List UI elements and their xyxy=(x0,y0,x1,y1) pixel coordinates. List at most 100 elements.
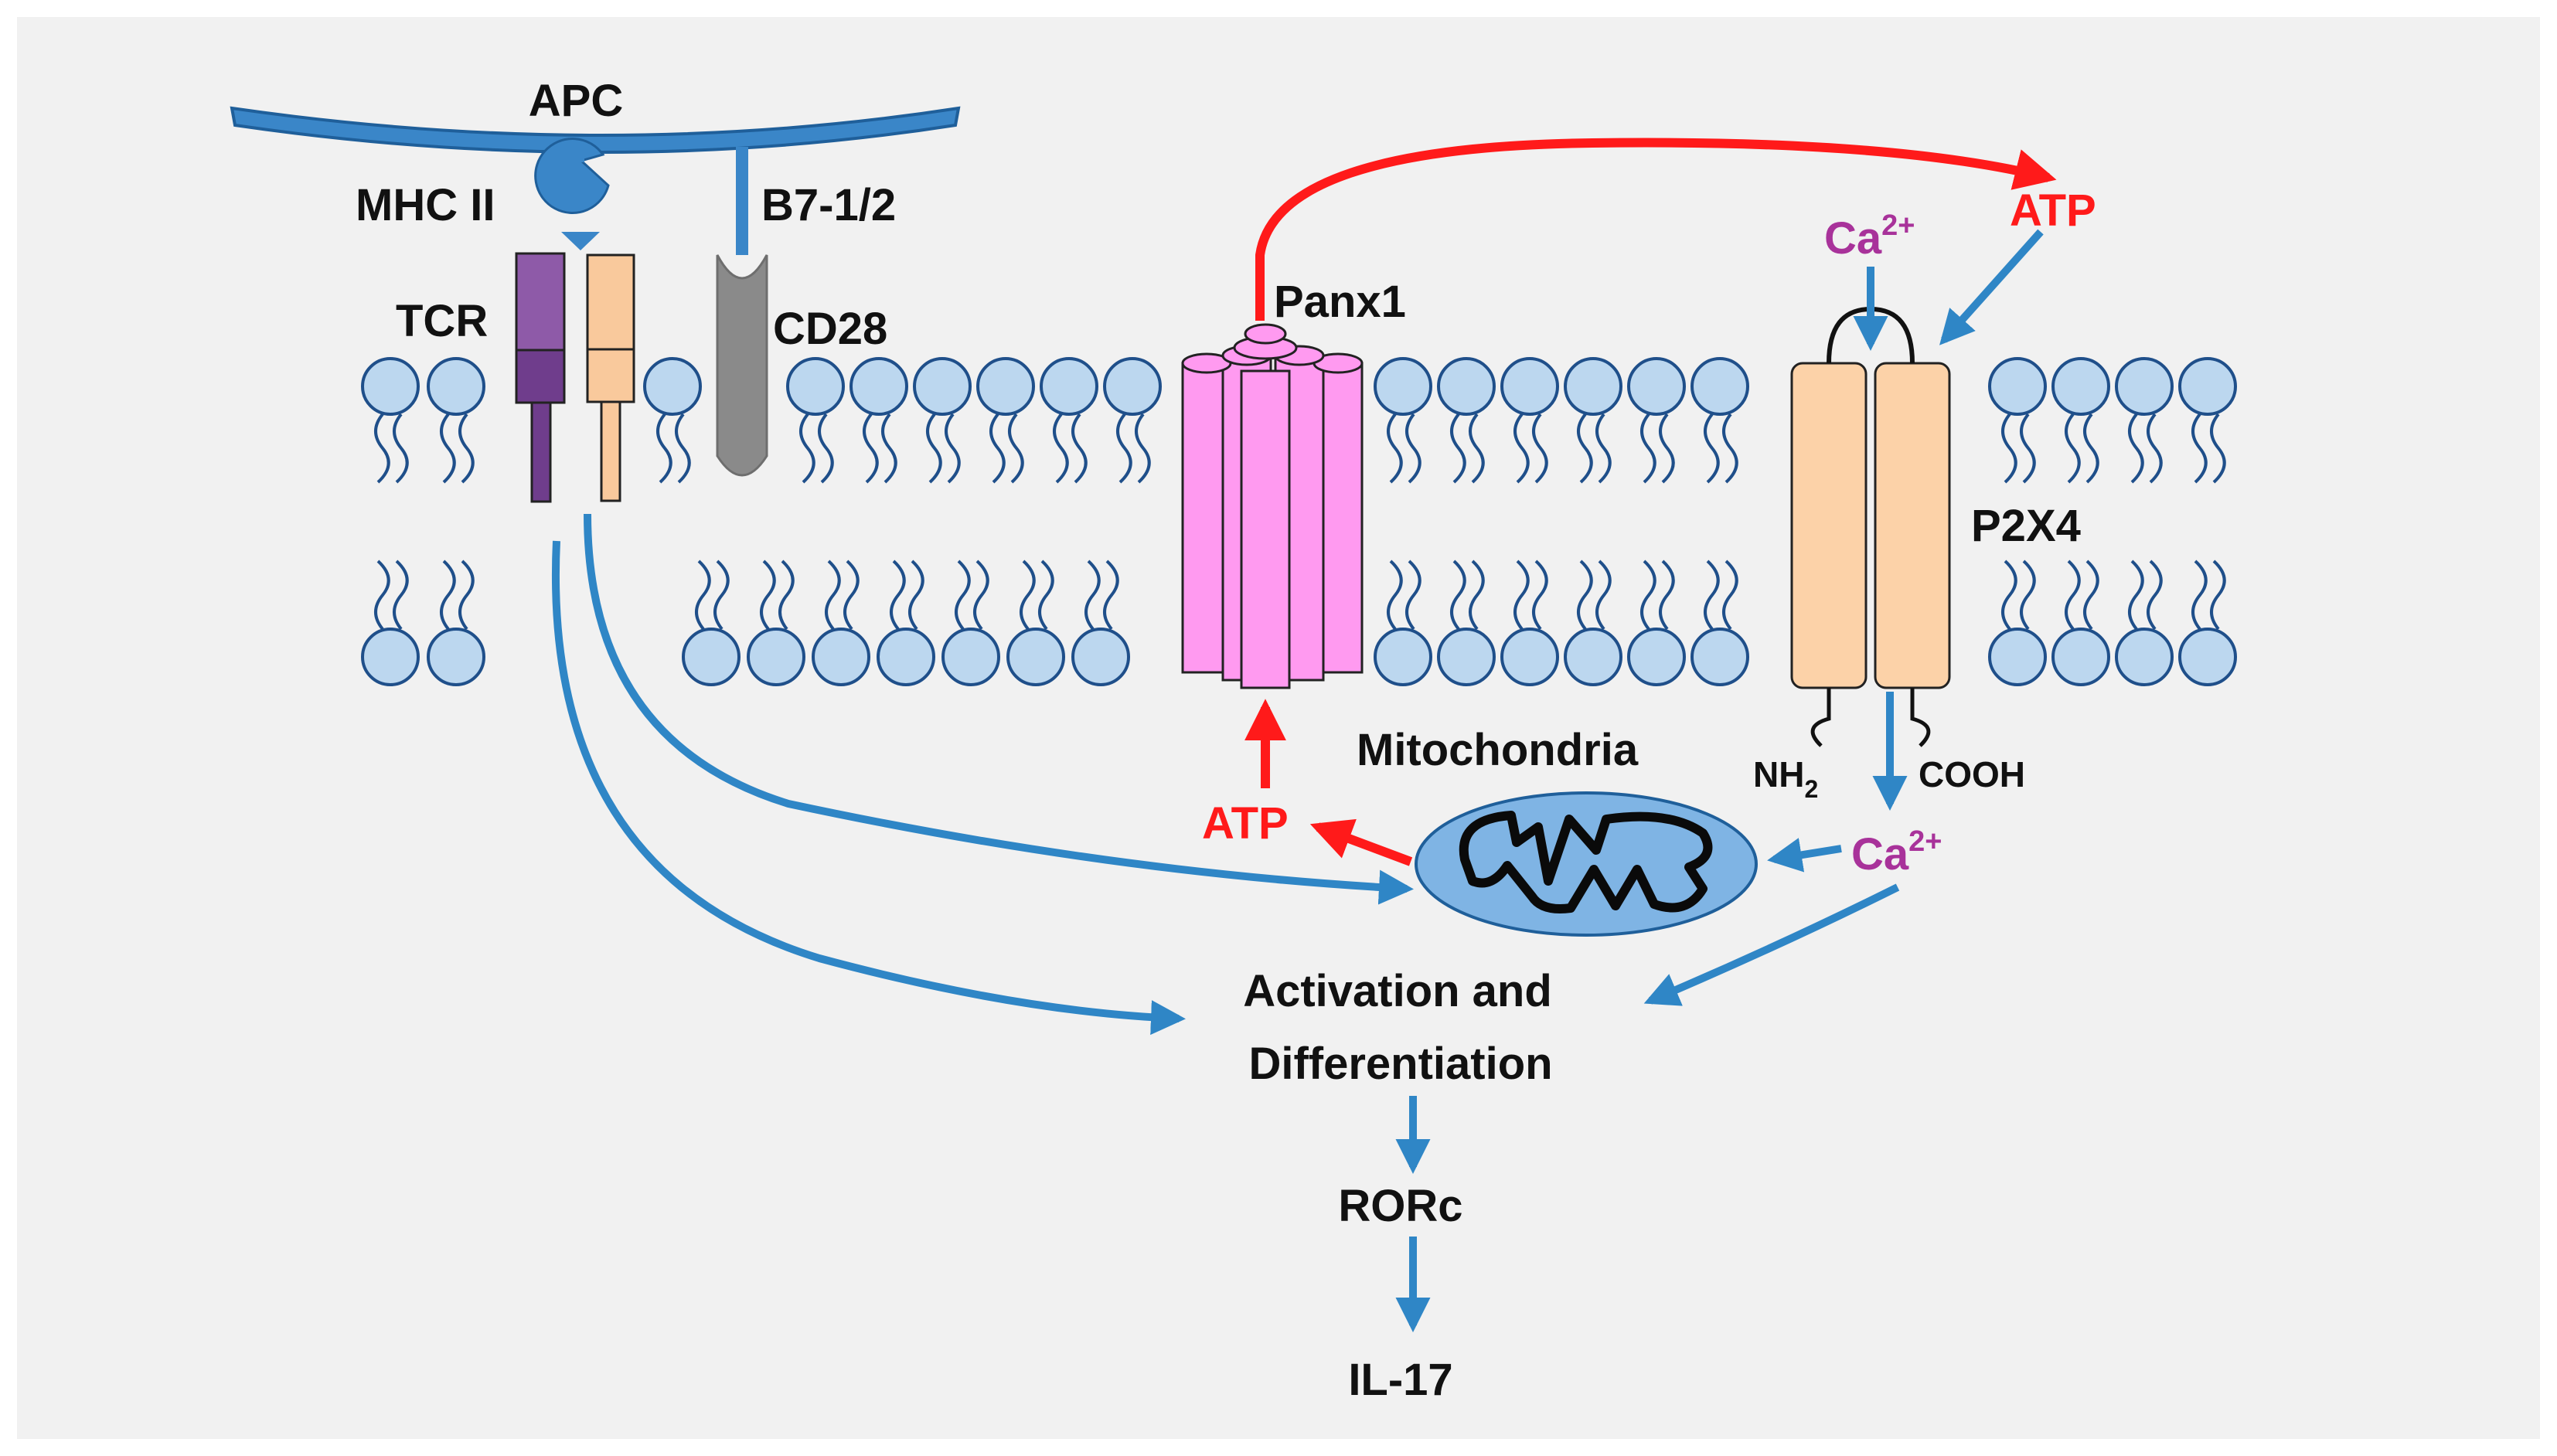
lipid-tail xyxy=(2001,560,2036,631)
lipid-head xyxy=(1500,628,1559,686)
arrow-panx1-to-atp xyxy=(1255,138,2057,321)
lipid-tail xyxy=(825,560,860,631)
lipid-tail xyxy=(2191,413,2226,484)
tcr-label: TCR xyxy=(396,296,488,346)
lipid-tail xyxy=(863,413,897,484)
lipid-head xyxy=(1374,357,1432,416)
lipid-tail xyxy=(1640,560,1675,631)
lipid-head xyxy=(1690,628,1749,686)
tcr-beta-upper xyxy=(586,253,635,351)
panx1-channel xyxy=(1181,323,1364,689)
mitochondria xyxy=(1415,791,1758,937)
lipid-head xyxy=(361,628,420,686)
mito-cristae xyxy=(1459,811,1713,913)
background xyxy=(17,17,2540,1439)
lipid-tail xyxy=(2065,413,2099,484)
lipid-head xyxy=(1071,628,1130,686)
mhc-label: MHC II xyxy=(356,180,495,230)
lipid-head xyxy=(2115,628,2174,686)
lipid-tail xyxy=(926,413,961,484)
lipid-tail xyxy=(2128,413,2163,484)
lipid-tail xyxy=(2128,560,2163,631)
arrow-tcr-to-mito xyxy=(584,513,1414,905)
peptide-triangle xyxy=(561,232,600,250)
b7-stem xyxy=(736,147,748,255)
lipid-tail xyxy=(1704,413,1738,484)
lipid-tail xyxy=(374,560,409,631)
activation-line1: Activation and xyxy=(1243,966,1552,1016)
lipid-head xyxy=(1627,628,1686,686)
lipid-head xyxy=(849,357,908,416)
lipid-head xyxy=(747,628,805,686)
lipid-head xyxy=(1690,357,1749,416)
arrow-tcr-to-activation xyxy=(552,540,1186,1036)
mitochondria-label: Mitochondria xyxy=(1357,725,1639,775)
cell-membrane xyxy=(361,357,2237,686)
lipid-head xyxy=(427,357,485,416)
tcr-beta-band xyxy=(586,348,635,403)
cd28-label: CD28 xyxy=(773,304,887,354)
lipid-tail xyxy=(695,560,730,631)
lipid-tail xyxy=(760,560,795,631)
lipid-head xyxy=(2115,357,2174,416)
lipid-head xyxy=(1564,357,1622,416)
lipid-head xyxy=(1040,357,1098,416)
lipid-tail xyxy=(1450,413,1485,484)
lipid-tail xyxy=(1020,560,1054,631)
lipid-head xyxy=(1500,357,1559,416)
p2x4-receptor xyxy=(1790,306,1951,747)
lipid-tail xyxy=(1513,413,1548,484)
lipid-tail xyxy=(1577,413,1612,484)
lipid-head xyxy=(427,628,485,686)
lipid-tail xyxy=(1704,560,1738,631)
lipid-head xyxy=(643,357,702,416)
lipid-head xyxy=(361,357,420,416)
calcium-bottom-label: Ca2+ xyxy=(1851,825,1942,879)
panx1-label: Panx1 xyxy=(1274,277,1406,327)
lipid-head xyxy=(1627,357,1686,416)
lipid-head xyxy=(1437,357,1496,416)
lipid-head xyxy=(1988,357,2047,416)
tcr-alpha-upper xyxy=(515,252,566,352)
tcr-beta-tail xyxy=(600,400,621,502)
atp-top-label: ATP xyxy=(2010,185,2096,236)
lipid-tail xyxy=(1053,413,1088,484)
lipid-tail xyxy=(2191,560,2226,631)
lipid-tail xyxy=(440,413,475,484)
lipid-tail xyxy=(1513,560,1548,631)
tcr-alpha-band xyxy=(515,349,566,404)
lipid-tail xyxy=(1084,560,1119,631)
tcr-receptor xyxy=(515,252,635,503)
rorc-label: RORc xyxy=(1338,1181,1462,1231)
lipid-head xyxy=(786,357,845,416)
lipid-tail xyxy=(1387,413,1422,484)
lipid-head xyxy=(812,628,870,686)
arrow-mito-to-atp xyxy=(1309,818,1413,866)
atp-bottom-label: ATP xyxy=(1202,798,1289,849)
nh2-label: NH2 xyxy=(1753,754,1818,803)
lipid-head xyxy=(877,628,935,686)
lipid-head xyxy=(1006,628,1065,686)
lipid-tail xyxy=(440,560,475,631)
lipid-head xyxy=(2051,357,2110,416)
lipid-head xyxy=(2178,357,2237,416)
lipid-head xyxy=(1374,628,1432,686)
lipid-head xyxy=(913,357,972,416)
lipid-tail xyxy=(374,413,409,484)
cd28-receptor xyxy=(716,254,768,477)
lipid-head xyxy=(2178,628,2237,686)
il17-label: IL-17 xyxy=(1348,1355,1452,1405)
lipid-tail xyxy=(989,413,1024,484)
tcr-alpha-tail xyxy=(530,401,552,503)
cooh-label: COOH xyxy=(1919,754,2025,794)
calcium-top-label: Ca2+ xyxy=(1824,209,1915,264)
arrow-ca-to-mito xyxy=(1767,838,1842,873)
lipid-head xyxy=(1564,628,1622,686)
activation-line2: Differentiation xyxy=(1248,1039,1552,1089)
mhc-ii-molecule xyxy=(534,138,610,214)
lipid-tail xyxy=(799,413,834,484)
lipid-head xyxy=(941,628,1000,686)
lipid-head xyxy=(682,628,741,686)
